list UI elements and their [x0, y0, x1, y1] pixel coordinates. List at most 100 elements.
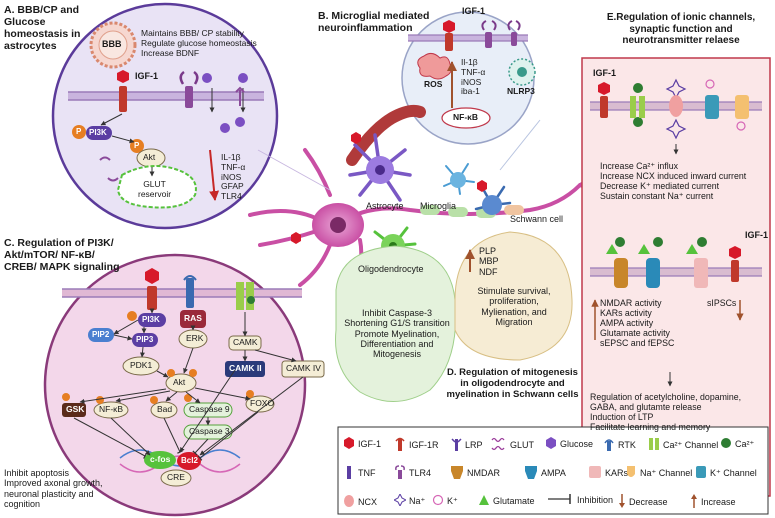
- schwann-cell: [474, 185, 512, 215]
- nfkb-label-c: NF-κB: [99, 404, 124, 414]
- release-effect-line: Induction of LTP: [590, 412, 654, 423]
- ras-label: RAS: [184, 313, 202, 323]
- legend-label: K⁺ Channel: [710, 467, 757, 478]
- blood-vessel: [346, 104, 426, 166]
- nmdar-icon: [450, 465, 464, 481]
- casp3-label: Caspase 3: [189, 426, 230, 436]
- legend-label: IGF-1R: [409, 440, 439, 450]
- nmdar-channel: [614, 258, 628, 288]
- microglia-label: Microglia: [420, 201, 457, 211]
- glut-label-line: reservoir: [138, 188, 172, 199]
- igf1-label-a: IGF-1: [135, 71, 159, 81]
- foxo-label: FOXO: [250, 398, 275, 408]
- legend-label: IGF-1: [358, 439, 382, 449]
- pip3-node: [132, 333, 158, 347]
- igf1-label-b: IGF-1: [462, 6, 486, 16]
- legend-label: AMPA: [541, 468, 566, 478]
- legend-item: Ca²⁺: [720, 437, 754, 451]
- ionic-effect-line: Increase NCX induced inward current: [600, 171, 747, 182]
- camk2-node: [225, 361, 265, 377]
- ncx-channel: [669, 95, 683, 117]
- legend-label: K⁺: [447, 495, 458, 506]
- glutamate-mol: [686, 244, 698, 254]
- tlr4-icon: [394, 465, 406, 481]
- k-icon: [432, 494, 444, 508]
- glut-icon: [491, 437, 507, 453]
- synaptic-effect-line: KARs activity: [600, 308, 652, 319]
- oligodendrocyte-label: Oligodendrocyte: [358, 264, 424, 274]
- legend-label: LRP: [465, 440, 483, 450]
- legend-item: K⁺ Channel: [695, 465, 757, 481]
- nlrp3-label: NLRP3: [507, 86, 535, 96]
- kars-icon: [588, 465, 602, 481]
- pi3k-node: [138, 313, 166, 327]
- panel-a-title-line: astrocytes: [4, 40, 57, 53]
- ca-ion: [247, 296, 255, 304]
- glutamate-mol: [606, 244, 618, 254]
- effect-line: Increase BDNF: [141, 47, 200, 58]
- bcl2-node: [177, 452, 201, 470]
- panel-a-down-list: IL-1β TNF-α iNOS GFAP TLR4: [221, 152, 245, 202]
- pi3k-label-a: PI3K: [89, 128, 107, 137]
- legend-label: NMDAR: [467, 468, 500, 478]
- legend-label: Glucose: [560, 439, 594, 449]
- ca-ion: [697, 237, 707, 247]
- panel-c-title-line: CREB/ MAPK signaling: [4, 261, 120, 274]
- camk2-label: CAMK II: [229, 363, 262, 373]
- panel-d-title-line: myelination in Schwann cells: [446, 388, 579, 400]
- ampa-icon: [524, 465, 538, 481]
- panel-d-effect-line: Migration: [495, 317, 533, 328]
- ca-channel-icon: [648, 437, 660, 453]
- legend-label: Ca²⁺ Channel: [663, 439, 719, 450]
- outcome-line: neuronal plasticity and: [4, 488, 94, 499]
- cfos-label: c-fos: [150, 454, 171, 464]
- nfkb-label-b: NF-κB: [453, 112, 479, 122]
- legend-label: GLUT: [510, 440, 535, 450]
- igf1-ligand: [291, 232, 301, 244]
- lrp-icon: [450, 437, 462, 453]
- effect-line: Regulate glucose homeostasis: [141, 37, 257, 48]
- astro-membrane: [68, 91, 264, 101]
- oligo-effect-line: Differentiation and: [360, 339, 434, 350]
- oligo-effect-line: Mitogenesis: [372, 349, 422, 360]
- ca-icon: [720, 437, 732, 451]
- camk4-label: CAMK IV: [286, 363, 321, 373]
- schwann-label: Schwann cell: [510, 214, 564, 224]
- panel-b-title-line: neuroinflammation: [318, 22, 413, 35]
- panel-d-title-line: in oligodendrocyte and: [460, 377, 565, 389]
- igf1-label-e: IGF-1: [593, 68, 617, 78]
- legend-item: TLR4: [394, 465, 431, 481]
- k-ion: [736, 121, 746, 131]
- glucose-mol: [235, 117, 245, 127]
- ca-channel-e: [630, 96, 645, 118]
- tnf-icon: [343, 465, 355, 481]
- pi3k-p-label: P: [76, 127, 82, 136]
- ca-ion: [653, 237, 663, 247]
- p-badge: [127, 311, 137, 321]
- erk-label: ERK: [186, 333, 204, 343]
- legend-item: Increase: [690, 494, 736, 510]
- ca-ion: [633, 83, 643, 93]
- igf1-ligand: [117, 70, 129, 83]
- igf1r-icon: [394, 437, 406, 453]
- decrease-icon: [618, 494, 626, 510]
- pi3k-label-c: PI3K: [142, 315, 160, 324]
- inhibition-icon: [548, 494, 574, 506]
- kars-channel: [694, 258, 708, 288]
- bad-label: Bad: [157, 404, 173, 414]
- legend-label: NCX: [358, 497, 378, 507]
- legend-item: LRP: [450, 437, 483, 453]
- panel-c-title: C. Regulation of PI3K/ Akt/mTOR/ NF-κB/ …: [4, 237, 120, 273]
- astrocyte-label: Astrocyte: [366, 201, 404, 211]
- legend-label: Na⁺: [409, 495, 426, 506]
- down-item: IL-1β: [221, 152, 241, 162]
- panel-d-panel: [454, 231, 573, 361]
- legend-label: Glutamate: [493, 496, 535, 506]
- pi3k-membrane: [62, 288, 302, 298]
- panel-a-title-line: Glucose: [4, 16, 46, 29]
- panel-a-title: A. BBB/CP and Glucose homeostasis in ast…: [4, 4, 94, 52]
- panel-b-markers: Il-1β TNF-α iNOS iba-1: [461, 57, 485, 97]
- micro-membrane: [408, 34, 528, 42]
- panel-d-marker: MBP: [479, 256, 499, 267]
